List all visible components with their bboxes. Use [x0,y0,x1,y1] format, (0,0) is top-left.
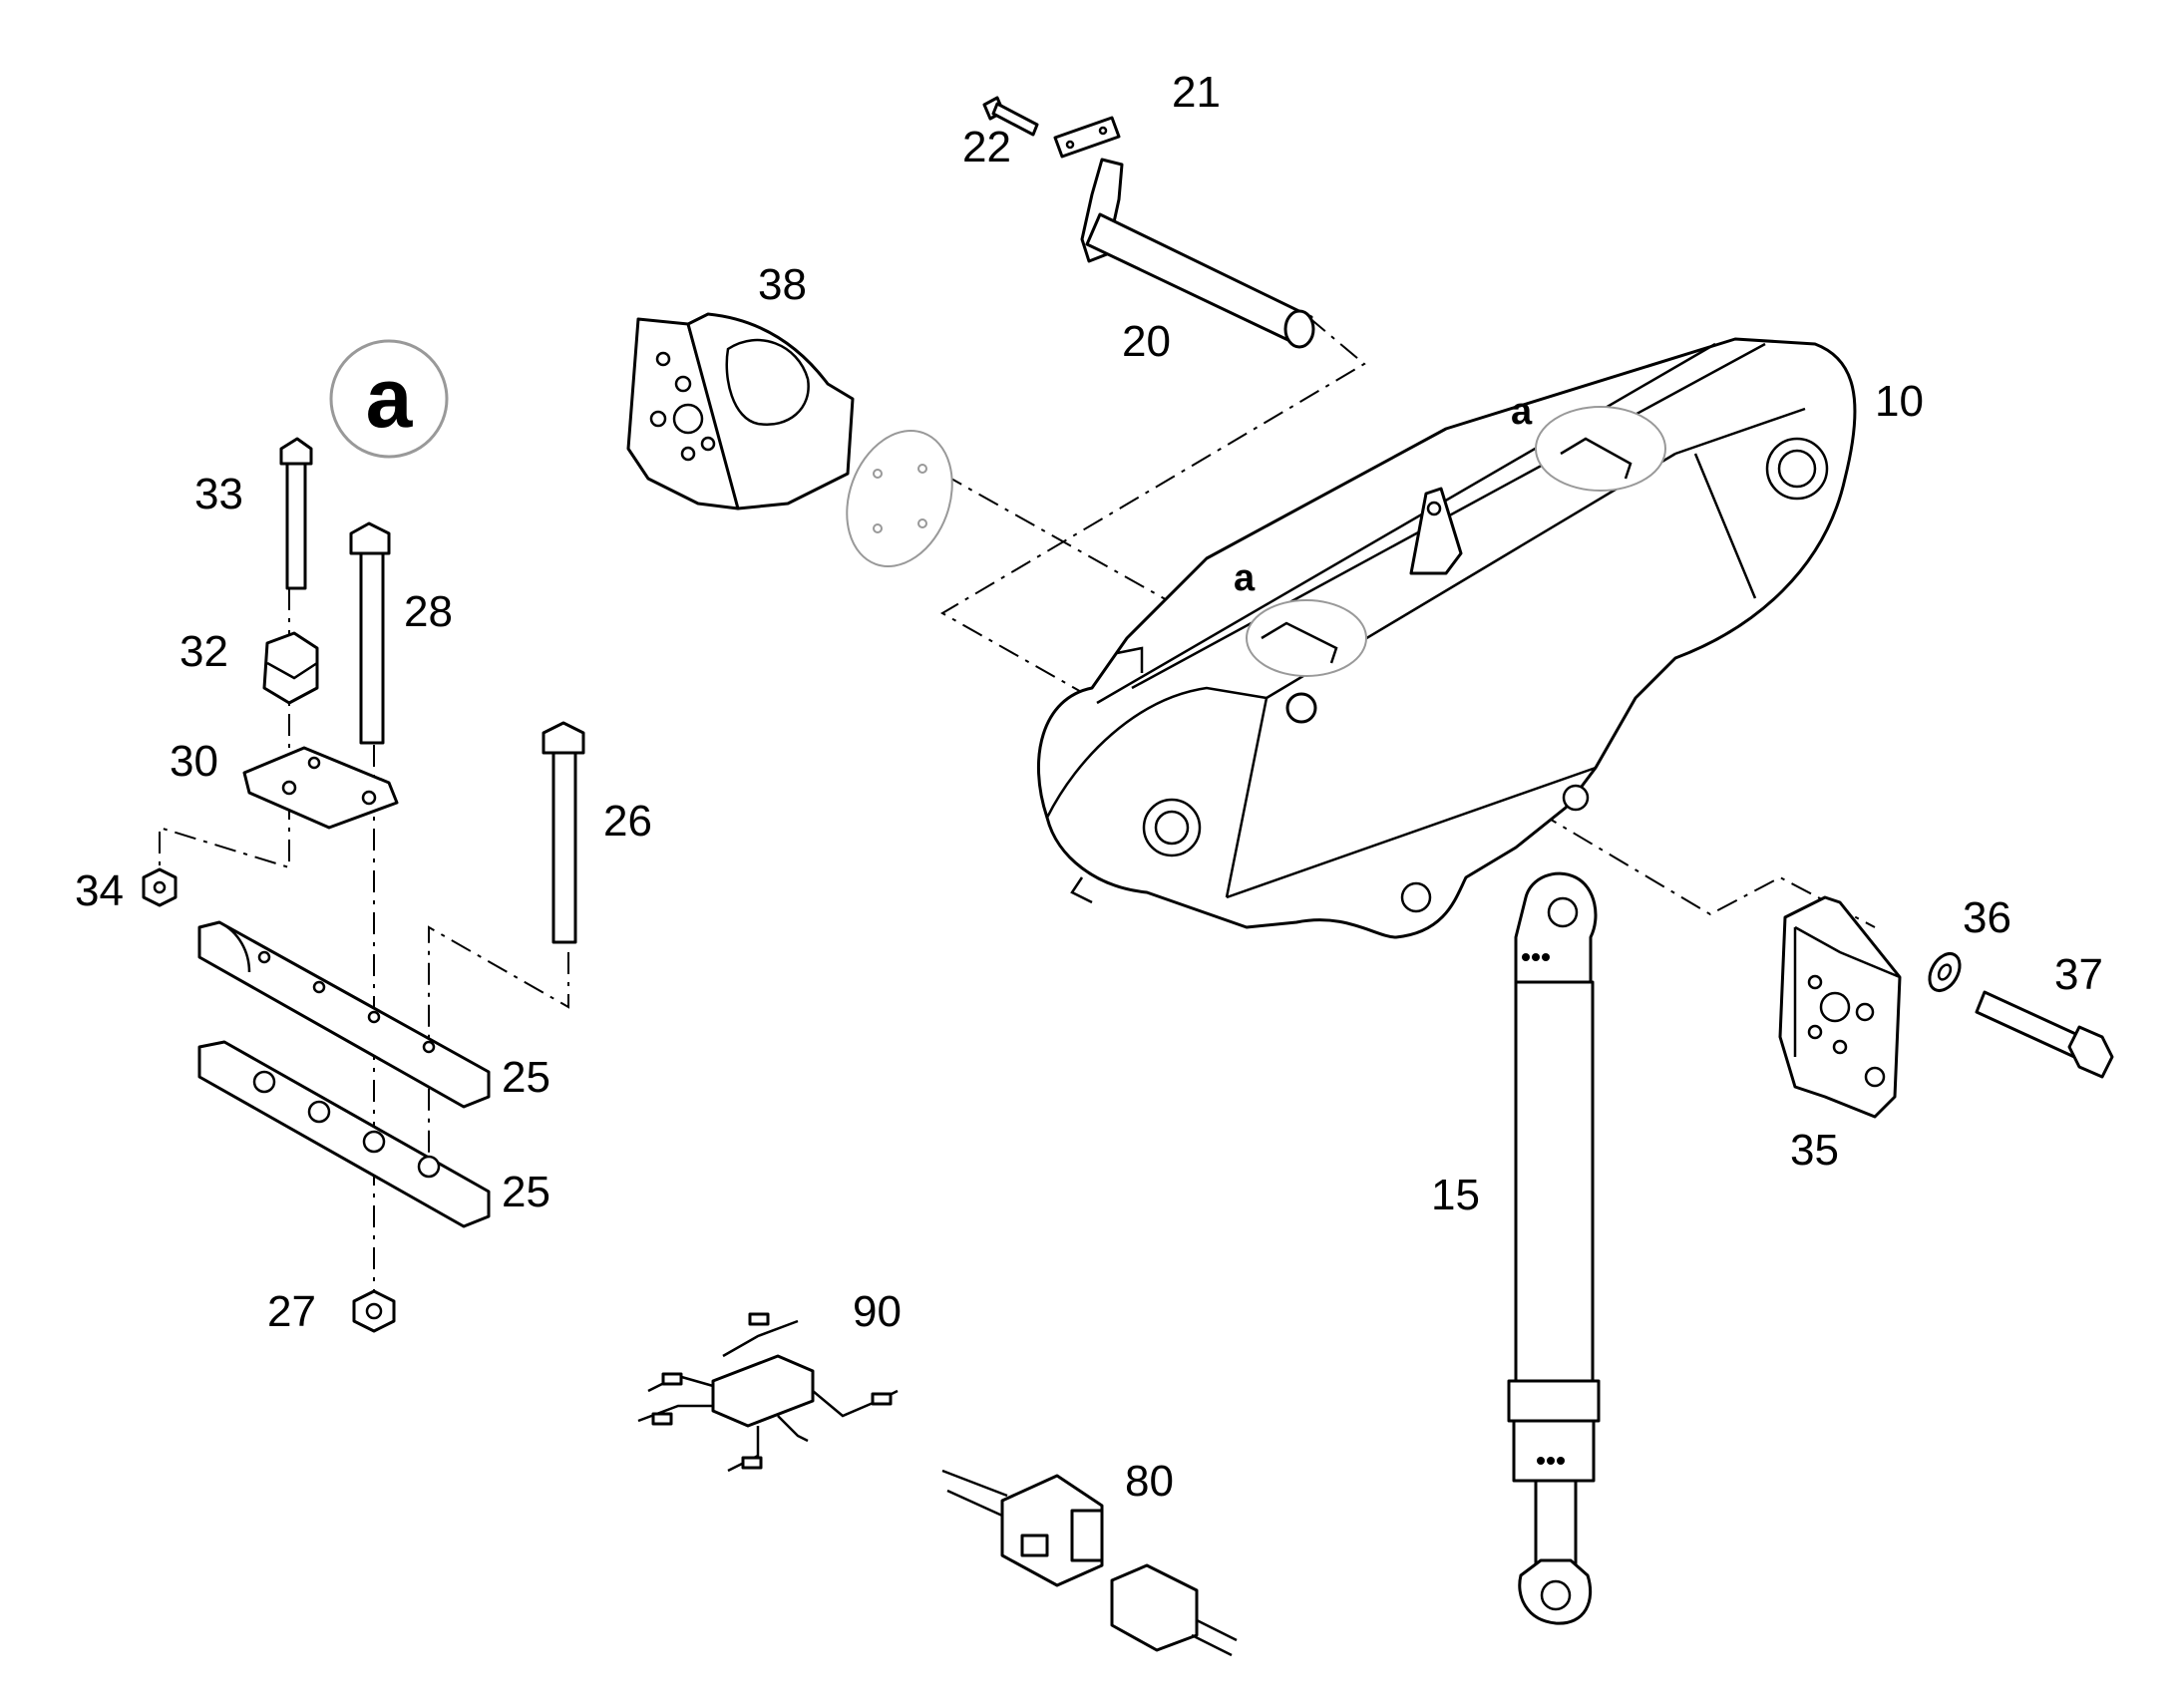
detail-marker-letter: a [366,351,414,445]
part-90-wiring-harness [637,1312,899,1473]
callout-15: 15 [1431,1171,1480,1219]
part-26-bolt [542,721,585,944]
part-35-bracket [1778,895,1902,1119]
part-33-bolt [279,437,313,590]
callout-22: 22 [962,123,1011,171]
callout-10: 10 [1875,377,1924,426]
part-37-bolt [1975,990,2114,1079]
callout-25-upper: 25 [502,1053,550,1102]
callout-32: 32 [180,627,228,676]
callout-33: 33 [194,470,243,518]
callout-34: 34 [75,866,124,915]
part-10-boom-arm [1036,337,1857,939]
mounting-disc-ghost [846,430,953,567]
part-21-plate [1053,116,1121,159]
callout-a-upper: a [1511,391,1533,433]
callout-38: 38 [758,260,807,309]
callout-27: 27 [267,1287,316,1336]
callout-28: 28 [404,587,453,636]
callout-26: 26 [603,797,652,846]
part-36-washer [1928,952,1962,992]
callout-25-lower: 25 [502,1168,550,1216]
part-25-lower-clamp [197,1040,491,1228]
part-32-clamp [262,631,319,705]
callout-36: 36 [1963,893,2011,942]
callout-a-lower: a [1234,557,1256,599]
callout-80: 80 [1125,1457,1174,1506]
callout-30: 30 [170,737,218,786]
part-22-bolt [982,96,1039,137]
callout-21: 21 [1172,68,1221,117]
callout-37: 37 [2054,950,2103,999]
part-28-bolt [349,521,391,745]
part-30-plate [242,746,399,830]
detail-marker-a: a [329,339,449,459]
part-15-cylinder [1507,871,1601,1625]
part-34-nut [142,867,178,907]
part-38-bracket [626,312,855,511]
part-20-pin [1080,158,1315,349]
part-27-nut [352,1289,396,1333]
part-25-upper-clamp [197,920,491,1109]
callout-35: 35 [1790,1126,1839,1175]
callout-labels: 21 22 38 20 10 a a 33 28 32 30 26 34 25 … [75,68,2103,1506]
part-80-connector [941,1469,1238,1657]
callout-20: 20 [1122,317,1171,366]
callout-90: 90 [853,1287,902,1336]
